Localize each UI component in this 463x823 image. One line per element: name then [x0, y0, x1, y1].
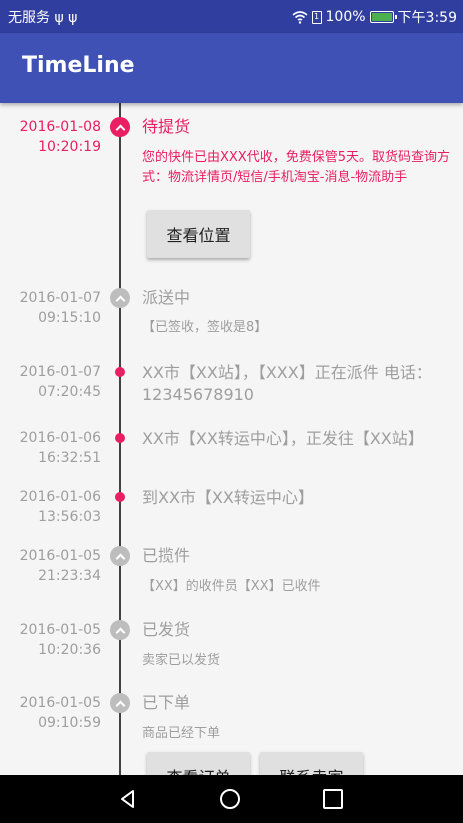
entry-time: 2016-01-07 09:15:10 — [19, 290, 101, 326]
status-right: 1 100% 下午3:59 — [291, 7, 457, 27]
timeline-dot — [115, 492, 125, 502]
entry-title: 到XX市【XX转运中心】 — [142, 488, 314, 507]
entry-time: 2016-01-05 21:23:34 — [19, 548, 101, 584]
clock: 下午3:59 — [397, 10, 457, 26]
status-bar: 无服务 ψ ψ 1 100% 下午3:59 — [0, 0, 463, 33]
wifi-icon — [291, 11, 308, 24]
entry-time: 2016-01-07 07:20:45 — [19, 364, 101, 400]
entry-title: 已揽件 — [142, 546, 191, 565]
chevron-up-icon[interactable] — [110, 117, 130, 137]
entry-title: 已下单 — [142, 693, 191, 712]
entry-time: 2016-01-06 13:56:03 — [19, 489, 101, 525]
home-icon[interactable] — [220, 789, 240, 809]
entry-title: 派送中 — [142, 288, 191, 307]
entry-desc: 【已签收，签收是8】 — [142, 320, 268, 335]
view-location-button[interactable]: 查看位置 — [147, 210, 250, 258]
recent-apps-icon[interactable] — [323, 789, 343, 809]
entry-time: 2016-01-05 09:10:59 — [19, 695, 101, 731]
entry-title: 待提货 — [142, 117, 191, 136]
sim-icon: 1 — [311, 10, 322, 24]
chevron-up-icon[interactable] — [110, 693, 130, 713]
back-icon[interactable] — [118, 789, 138, 809]
entry-title: XX市【XX转运中心】，正发往【XX站】 — [142, 429, 424, 448]
app-bar: TimeLine — [0, 33, 463, 103]
battery-percent: 100% — [325, 9, 366, 25]
entry-desc: 【XX】的收件员【XX】已收件 — [142, 579, 321, 594]
timeline-dot — [115, 433, 125, 443]
chevron-up-icon[interactable] — [110, 288, 130, 308]
timeline-dot — [115, 367, 125, 377]
app-title: TimeLine — [22, 53, 135, 78]
battery-icon — [369, 11, 397, 23]
entry-time: 2016-01-05 10:20:36 — [19, 622, 101, 658]
entry-time: 2016-01-06 16:32:51 — [19, 430, 101, 466]
entry-desc: 商品已经下单 — [142, 726, 221, 741]
network-status: 无服务 ψ ψ — [8, 10, 78, 26]
chevron-up-icon[interactable] — [110, 546, 130, 566]
entry-title: XX市【XX站】，【XXX】正在派件 电话：12345678910 — [142, 363, 432, 404]
entry-time: 2016-01-08 10:20:19 — [19, 119, 101, 155]
chevron-up-icon[interactable] — [110, 620, 130, 640]
entry-desc: 卖家已以发货 — [142, 653, 221, 668]
entry-title: 已发货 — [142, 620, 191, 639]
entry-desc: 您的快件已由XXX代收，免费保管5天。取货码查询方式：物流详情页/短信/手机淘宝… — [142, 150, 450, 185]
navigation-bar — [0, 775, 463, 823]
